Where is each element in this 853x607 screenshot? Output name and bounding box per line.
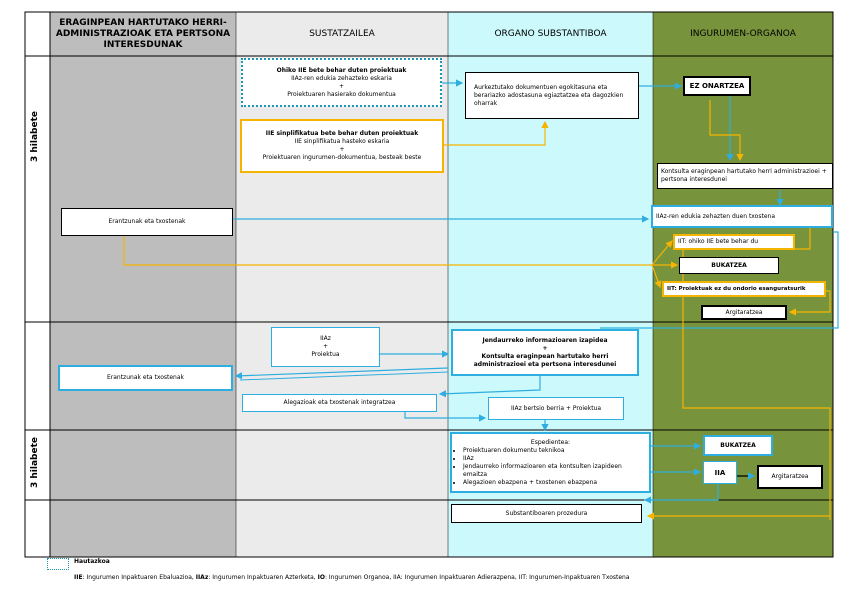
ohiko-iie-plus: + [338, 82, 345, 90]
ohiko-iie-line2: Proiektuaren hasierako dokumentua [287, 90, 396, 98]
espedientea-box: Espedientea: Proiektuaren dokumentu tekn… [450, 432, 651, 493]
lane-administrazioak [50, 12, 236, 557]
jendaurreko-line1: Jendaurreko informazioaren izapidea [482, 336, 608, 344]
jendaurreko-informazioa-box: Jendaurreko informazioaren izapidea + Ko… [451, 329, 639, 376]
legend-abbr-text: : Ingurumen Inpaktuaren Azterketa, [208, 574, 318, 581]
iiaz-edukia-txostena-box: IIAz-ren edukia zehazten duen txostena [651, 205, 833, 228]
iia-box: IIA [703, 461, 737, 484]
ez-onartzea-box: EZ ONARTZEA [683, 76, 751, 96]
espedientea-title: Espedientea: [530, 438, 571, 446]
iie-sinplifikatua-line2: Proiektuaren ingurumen-dokumentua, beste… [262, 154, 422, 161]
legend-abbr-text: : Ingurumen Organoa, IIA: Ingurumen Inpa… [324, 574, 630, 581]
legend-abbr-label: IIAz [195, 574, 209, 581]
alegazioak-txostenak-box: Alegazioak eta txostenak integratzea [242, 394, 437, 412]
espedientea-item: Jendaurreko informazioaren eta kontsulte… [463, 463, 646, 479]
erantzunak-txostenak-box-2: Erantzunak eta txostenak [58, 365, 233, 391]
iie-sinplifikatua-plus: + [339, 146, 345, 153]
ohiko-iie-box: Ohiko IIE bete behar duten proiektuak II… [241, 58, 442, 107]
legend-hautazkoa: Hautazkoa [74, 558, 110, 565]
argitaratzea-box-1: Argitaratzea [701, 305, 787, 320]
iiaz-proiektua-box: IIAz + Proiektua [271, 327, 380, 367]
jendaurreko-plus: + [542, 344, 548, 352]
legend-abbr-text: : Ingurumen Inpaktuaren Ebaluazioa, [82, 574, 196, 581]
iiaz-bertsio-berria-box: IIAz bertsio berria + Proiektua [488, 397, 624, 420]
row-label-3-hilabete-2: 3 hilabete [30, 437, 40, 488]
aurkeztutako-dokumentuen-box: Aurkeztutako dokumentuen egokitasuna eta… [465, 72, 639, 119]
legend-abbr-label: IIE [74, 574, 83, 581]
legend-abbreviations: IIE: Ingurumen Inpaktuaren Ebaluazioa, I… [74, 574, 630, 581]
espedientea-list: Proiektuaren dokumentu teknikoa IIAz Jen… [455, 447, 646, 487]
kontsulta-box: Kontsulta eraginpean hartutako herri adm… [657, 163, 833, 189]
iie-sinplifikatua-line1: IIE sinplifikatua hasteko eskaria [294, 138, 390, 145]
iie-sinplifikatua-box: IIE sinplifikatua bete behar duten proie… [240, 119, 444, 173]
header-organo-substantiboa: ORGANO SUBSTANTIBOA [494, 28, 607, 39]
erantzunak-txostenak-box-1: Erantzunak eta txostenak [61, 208, 233, 236]
header-sustatzailea: SUSTATZAILEA [309, 28, 375, 39]
ohiko-iie-title: Ohiko IIE bete behar duten proiektuak [276, 66, 407, 74]
iiaz-proiektua-plus: + [322, 343, 329, 350]
espedientea-item: IIAz [463, 455, 646, 463]
espedientea-item: Alegazioen ebazpena + txostenen ebazpena [463, 479, 646, 487]
header-ingurumen-organoa: INGURUMEN-ORGANOA [690, 28, 796, 39]
header-administrazioak: ERAGINPEAN HARTUTAKO HERRI-ADMINISTRAZIO… [55, 17, 231, 50]
iiaz-proiektua-line1: IIAz [320, 335, 331, 342]
legend-abbr-label: IO [317, 574, 325, 581]
espedientea-item: Proiektuaren dokumentu teknikoa [463, 447, 646, 455]
ohiko-iie-line1: IIAz-ren edukia zehazteko eskaria [291, 74, 392, 82]
iie-sinplifikatua-title: IIE sinplifikatua bete behar duten proie… [265, 130, 419, 137]
row-label-3-hilabete-1: 3 hilabete [30, 111, 40, 162]
substantiboaren-prozedura-box: Substantiboaren prozedura [451, 504, 642, 523]
bukatzea-box-2: BUKATZEA [703, 435, 773, 456]
legend-dotted-swatch [47, 558, 69, 570]
argitaratzea-box-2: Argitaratzea [757, 465, 823, 489]
iit-proiektuak-box: IIT: Proiektuak ez du ondorio esangurats… [662, 281, 826, 297]
lane-label-column [25, 12, 50, 557]
bukatzea-box-1: BUKATZEA [679, 257, 779, 274]
iiaz-proiektua-line2: Proiektua [311, 351, 340, 358]
iit-ohiko-box: IIT: ohiko IIE bete behar du [673, 234, 795, 250]
jendaurreko-line2: Kontsulta eraginpean hartutako herri adm… [473, 352, 617, 368]
